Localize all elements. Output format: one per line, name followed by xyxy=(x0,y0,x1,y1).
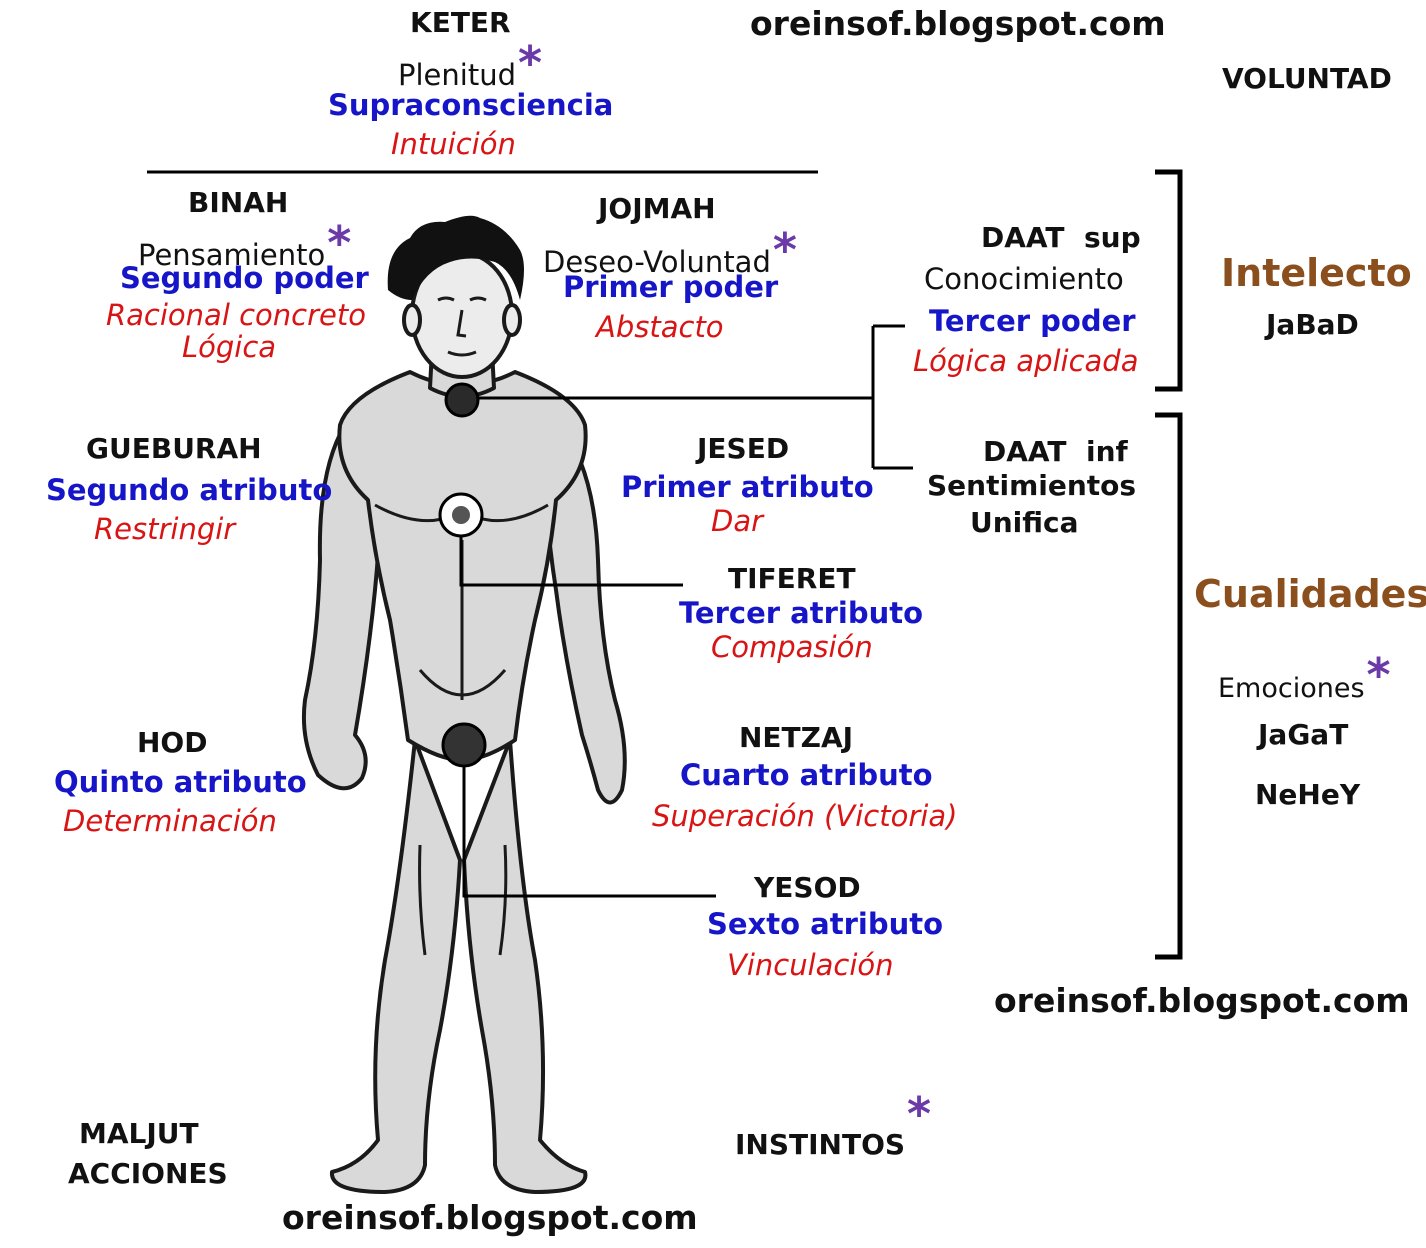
energy-centers xyxy=(438,382,487,768)
asterisk-icon: * xyxy=(772,223,797,277)
jesed-title: JESED xyxy=(697,432,790,465)
jojmah-line1: Deseo-Voluntad xyxy=(543,245,771,279)
cualidades-title: Cualidades xyxy=(1194,572,1426,616)
cualidades-emociones: Emociones* xyxy=(1218,650,1391,707)
jojmah-deseo: Deseo-Voluntad* xyxy=(543,225,797,282)
binah-line1: Pensamiento xyxy=(138,238,326,272)
hod-quality: Determinación xyxy=(63,804,277,838)
intelecto-bracket xyxy=(1155,169,1183,392)
yesod-connector xyxy=(462,766,716,898)
keter-title: KETER xyxy=(410,6,511,39)
intelecto-acronym: JaBaD xyxy=(1266,308,1359,341)
binah-power: Segundo poder xyxy=(120,261,369,295)
cualidades-acronym1: JaGaT xyxy=(1258,718,1349,751)
yesod-quality: Vinculación xyxy=(727,948,894,982)
tiferet-connector xyxy=(459,536,683,587)
maljut-line2: ACCIONES xyxy=(68,1157,228,1190)
daat-sup-line1: Conocimiento xyxy=(924,262,1124,296)
asterisk-icon: * xyxy=(327,216,352,270)
throat-center xyxy=(444,382,480,418)
instintos-text: INSTINTOS xyxy=(735,1128,906,1161)
watermark-top: oreinsof.blogspot.com xyxy=(750,4,1166,43)
jojmah-power: Primer poder xyxy=(563,270,779,304)
cualidades-acronym2: NeHeY xyxy=(1255,778,1361,811)
keter-plenitud: Plenitud* xyxy=(398,38,542,95)
binah-quality2: Lógica xyxy=(182,330,277,364)
hair xyxy=(387,215,524,300)
cualidades-bracket xyxy=(1155,412,1183,960)
hod-attribute: Quinto atributo xyxy=(54,765,307,799)
face xyxy=(437,296,487,357)
asterisk-icon: * xyxy=(907,1087,932,1141)
cualidades-line1: Emociones xyxy=(1218,673,1365,704)
groin-center xyxy=(441,722,487,768)
heart-mark xyxy=(452,506,470,524)
instintos-label: INSTINTOS* xyxy=(735,1089,931,1160)
jojmah-title: JOJMAH xyxy=(598,192,716,225)
gueburah-quality: Restringir xyxy=(94,512,236,546)
voluntad-label: VOLUNTAD xyxy=(1222,62,1392,95)
watermark-bottom: oreinsof.blogspot.com xyxy=(282,1198,698,1237)
netzaj-title: NETZAJ xyxy=(739,721,854,754)
tiferet-title: TIFERET xyxy=(728,562,856,595)
asterisk-icon: * xyxy=(1366,648,1391,702)
binah-quality1: Racional concreto xyxy=(106,298,366,332)
daat-sup-title: DAAT sup xyxy=(981,221,1141,254)
daat-inf-line1: Sentimientos xyxy=(927,469,1137,502)
intelecto-title: Intelecto xyxy=(1221,251,1412,295)
jojmah-quality: Abstacto xyxy=(596,310,724,344)
keter-quality: Intuición xyxy=(391,127,516,161)
yesod-attribute: Sexto atributo xyxy=(707,907,944,941)
jesed-quality: Dar xyxy=(711,504,764,538)
watermark-right: oreinsof.blogspot.com xyxy=(994,981,1410,1020)
hod-title: HOD xyxy=(137,726,208,759)
binah-title: BINAH xyxy=(188,186,289,219)
keter-line1: Plenitud xyxy=(398,58,516,92)
gueburah-attribute: Segundo atributo xyxy=(46,473,333,507)
daat-inf-line2: Unifica xyxy=(970,506,1079,539)
connector-lines xyxy=(147,170,913,898)
yesod-title: YESOD xyxy=(754,871,861,904)
maljut-line1: MALJUT xyxy=(79,1117,199,1150)
tiferet-attribute: Tercer atributo xyxy=(679,596,924,630)
daat-sup-quality: Lógica aplicada xyxy=(913,344,1139,378)
daat-inf-title: DAAT inf xyxy=(983,435,1128,468)
daat-sup-power: Tercer poder xyxy=(929,304,1136,338)
binah-pensamiento: Pensamiento* xyxy=(138,218,351,275)
keter-power: Supraconsciencia xyxy=(328,88,614,122)
daat-connector xyxy=(478,324,913,470)
netzaj-quality: Superación (Victoria) xyxy=(652,799,958,833)
netzaj-attribute: Cuarto atributo xyxy=(680,758,933,792)
asterisk-icon: * xyxy=(517,36,543,90)
jesed-attribute: Primer atributo xyxy=(621,470,874,504)
tiferet-quality: Compasión xyxy=(711,630,873,664)
gueburah-title: GUEBURAH xyxy=(86,432,262,465)
